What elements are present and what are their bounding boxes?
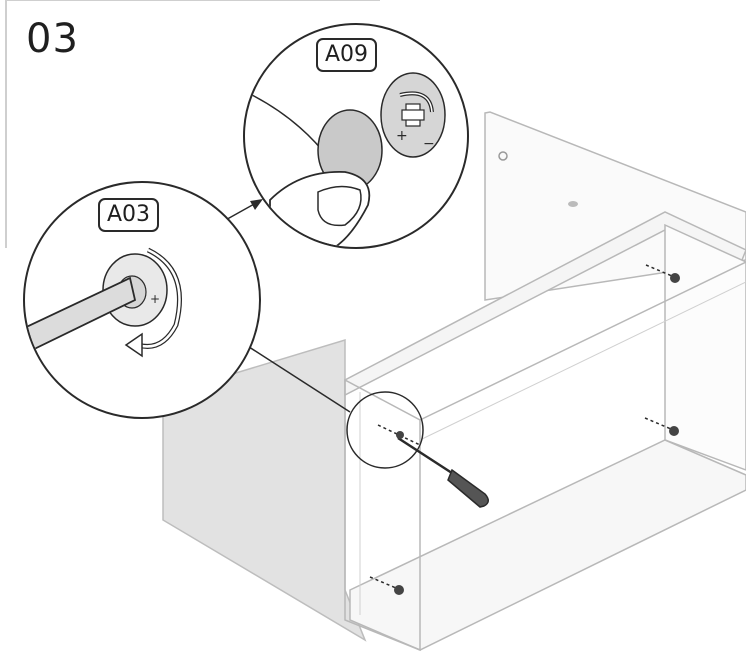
detail-circle-a09: + −	[243, 23, 469, 249]
step-number: 03	[26, 16, 79, 62]
rotation-arrow-icon	[124, 247, 182, 358]
cabinet-bottom-panel	[349, 439, 746, 651]
cam-lock-icon: + −	[380, 72, 446, 158]
svg-text:+: +	[396, 128, 408, 144]
svg-text:−: −	[423, 136, 435, 152]
part-label-a03: A03	[98, 198, 160, 232]
cam-bolt-top-right	[645, 264, 680, 283]
detail-circle-a03: +	[23, 181, 261, 419]
cabinet-top-front-edge	[419, 261, 746, 421]
panel-hole	[498, 151, 508, 161]
panel-hole	[568, 201, 578, 207]
svg-text:+: +	[150, 292, 160, 306]
cabinet-top-inner-edge	[419, 281, 746, 441]
detail-focus-circle	[346, 391, 424, 469]
cabinet-right-panel	[664, 223, 746, 471]
cabinet-front-edge	[344, 378, 421, 652]
cam-bolt-mid-right	[644, 417, 679, 436]
fingernail-icon	[317, 185, 362, 227]
part-label-a09: A09	[316, 38, 378, 72]
screwdriver-icon	[377, 424, 489, 508]
cam-bolt-bottom-left	[369, 576, 404, 595]
